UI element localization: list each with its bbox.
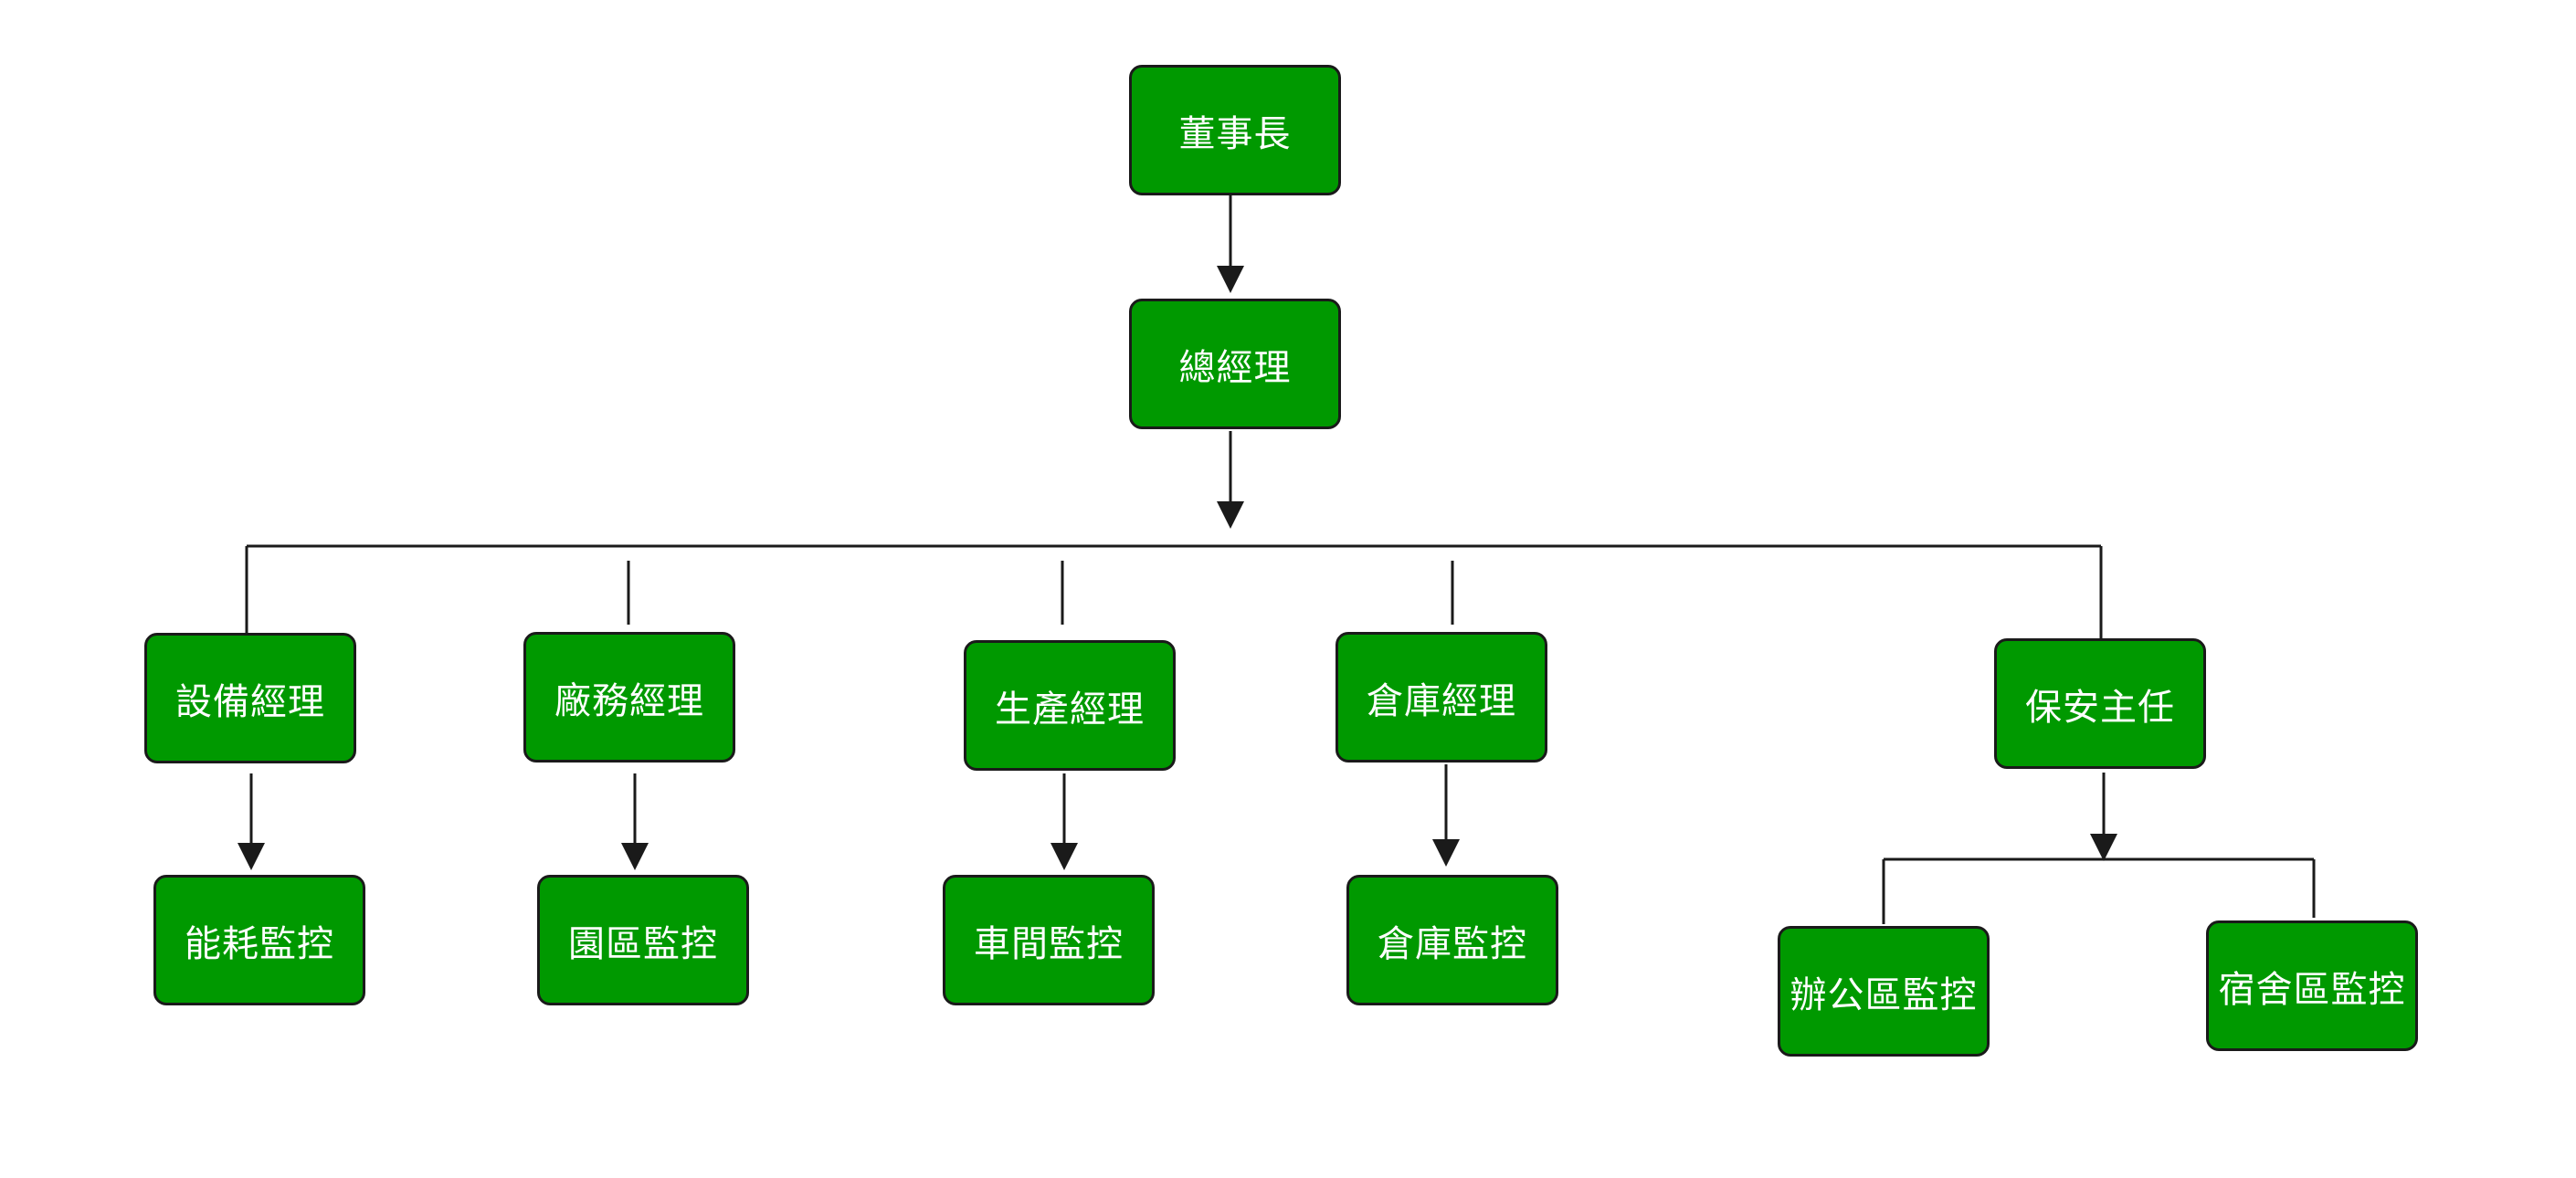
node-workshop-monitoring: 車間監控: [943, 875, 1155, 1005]
node-warehouse-manager-label: 倉庫經理: [1367, 679, 1516, 722]
node-security-chief-label: 保安主任: [2025, 686, 2175, 729]
node-warehouse-monitoring-label: 倉庫監控: [1378, 922, 1527, 965]
node-park-monitoring-label: 園區監控: [568, 922, 718, 965]
node-equipment-manager-label: 設備經理: [175, 680, 325, 723]
node-production-manager: 生產經理: [964, 640, 1176, 771]
node-energy-monitoring-label: 能耗監控: [185, 922, 334, 965]
node-office-monitoring: 辦公區監控: [1778, 926, 1990, 1057]
node-dormitory-monitoring-label: 宿舍區監控: [2218, 968, 2406, 1011]
node-security-chief: 保安主任: [1994, 638, 2206, 769]
node-warehouse-manager: 倉庫經理: [1336, 632, 1547, 763]
node-general-manager: 總經理: [1129, 299, 1341, 429]
node-office-monitoring-label: 辦公區監控: [1789, 973, 1978, 1016]
node-workshop-monitoring-label: 車間監控: [974, 922, 1124, 965]
node-chairman: 董事長: [1129, 65, 1341, 195]
node-warehouse-monitoring: 倉庫監控: [1346, 875, 1558, 1005]
node-park-monitoring: 園區監控: [537, 875, 749, 1005]
node-production-manager-label: 生產經理: [995, 688, 1145, 731]
node-factory-manager-label: 廠務經理: [554, 679, 704, 722]
node-general-manager-label: 總經理: [1178, 346, 1292, 389]
node-chairman-label: 董事長: [1178, 112, 1292, 155]
node-factory-manager: 廠務經理: [523, 632, 735, 763]
node-energy-monitoring: 能耗監控: [153, 875, 365, 1005]
node-equipment-manager: 設備經理: [144, 633, 356, 763]
node-dormitory-monitoring: 宿舍區監控: [2206, 920, 2418, 1051]
